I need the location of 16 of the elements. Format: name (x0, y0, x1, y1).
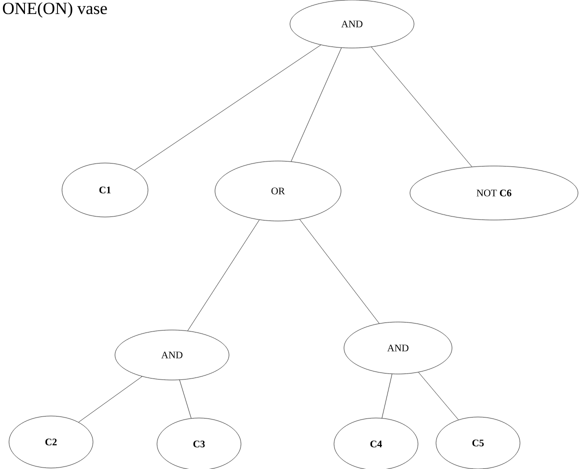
tree-line (418, 372, 459, 420)
tree-line (371, 46, 472, 167)
heading-text: ONE(ON) vase (2, 2, 107, 18)
ellipse-node: C2 (8, 416, 94, 468)
tree-line (290, 48, 342, 162)
ellipse-node: OR (214, 160, 342, 222)
ellipse-node: C1 (62, 162, 148, 218)
ellipse-node: AND (344, 322, 452, 374)
tree-line (299, 219, 380, 324)
tree-line (78, 376, 142, 422)
ellipse-node: AND (114, 330, 230, 380)
tree-line (382, 374, 392, 418)
tree-line (134, 44, 322, 170)
tree-line (179, 380, 192, 418)
ellipse-node: NOT C6 (410, 166, 578, 220)
tree-line (187, 220, 260, 331)
